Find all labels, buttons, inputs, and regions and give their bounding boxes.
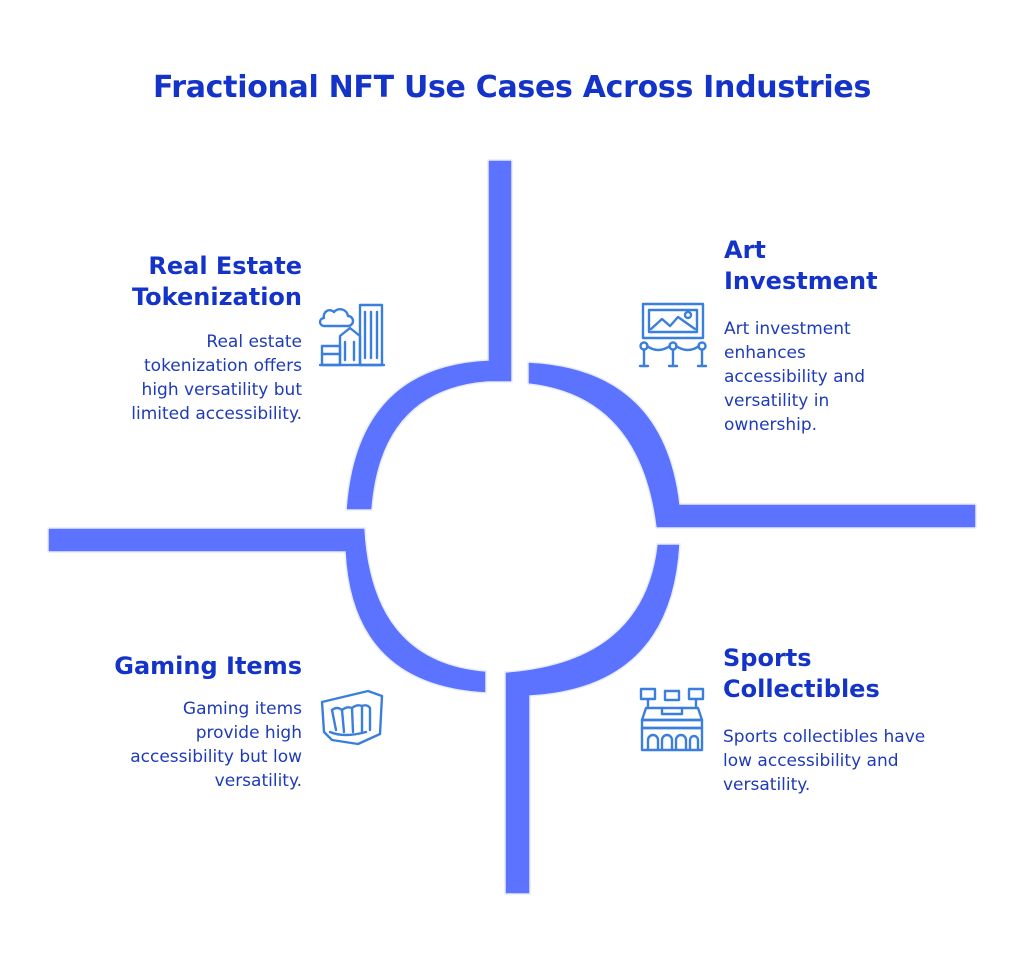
desc-gaming-items: Gaming items provide high accessibility … (130, 699, 302, 791)
arc-segment-bottom-right (504, 543, 681, 895)
stadium-icon (638, 686, 706, 754)
heading-gaming-items: Gaming Items (114, 652, 302, 680)
heading-art-investment: Art Investment (724, 236, 878, 295)
heading-sports-collectibles: Sports Collectibles (723, 644, 880, 703)
art-gallery-icon (638, 302, 708, 370)
arc-segment-top-right (527, 361, 977, 529)
page-title: Fractional NFT Use Cases Across Industri… (152, 70, 872, 105)
city-buildings-icon (318, 302, 386, 370)
arc-segment-bottom-left (47, 527, 487, 694)
arc-segment-top-left (345, 159, 513, 511)
desc-real-estate: Real estate tokenization offers high ver… (131, 332, 302, 424)
gaming-fist-icon (318, 688, 388, 748)
desc-sports-collectibles: Sports collectibles have low accessibili… (723, 727, 926, 795)
desc-art-investment: Art investment enhances accessibility an… (724, 319, 866, 435)
heading-real-estate: Real Estate Tokenization (131, 252, 302, 311)
